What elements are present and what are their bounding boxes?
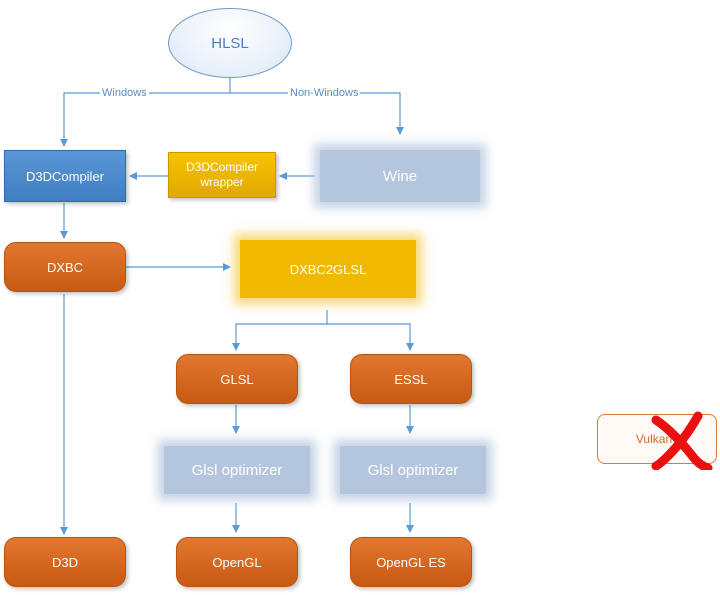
cross-mark-icon (651, 411, 713, 470)
node-wrapper-label: D3DCompiler wrapper (185, 160, 259, 189)
node-glsl-optimizer-2-label: Glsl optimizer (367, 461, 459, 479)
node-d3dcompiler-label: D3DCompiler (25, 168, 105, 184)
node-dxbc-label: DXBC (46, 259, 84, 275)
node-d3dcompiler[interactable]: D3DCompiler (4, 150, 126, 202)
edge-dxbc2glsl-to-glsl (232, 310, 328, 351)
node-wine-label: Wine (382, 167, 418, 185)
node-wine[interactable]: Wine (320, 150, 480, 202)
edge-label-windows: Windows (100, 87, 149, 100)
edge-dxbc2glsl-to-essl (327, 323, 414, 351)
node-glsl-optimizer-1[interactable]: Glsl optimizer (164, 446, 310, 494)
node-d3dcompiler-wrapper[interactable]: D3DCompiler wrapper (168, 152, 276, 198)
node-dxbc2glsl[interactable]: DXBC2GLSL (240, 240, 416, 298)
node-opengl-label: OpenGL (212, 554, 262, 570)
edge-hlsl-to-wine (230, 92, 404, 135)
node-hlsl-label: HLSL (211, 34, 249, 52)
edge-label-non-windows: Non-Windows (288, 87, 361, 100)
node-vulkan-label: Vulkan (635, 432, 673, 446)
node-hlsl[interactable]: HLSL (168, 8, 292, 78)
node-opengl-es[interactable]: OpenGL ES (350, 537, 472, 587)
node-glsl-optimizer-1-label: Glsl optimizer (191, 461, 283, 479)
node-glsl-optimizer-2[interactable]: Glsl optimizer (340, 446, 486, 494)
node-d3d[interactable]: D3D (4, 537, 126, 587)
node-d3d-label: D3D (51, 554, 78, 570)
node-essl[interactable]: ESSL (350, 354, 472, 404)
node-opengl[interactable]: OpenGL (176, 537, 298, 587)
node-opengl-es-label: OpenGL ES (376, 554, 446, 570)
node-dxbc2glsl-label: DXBC2GLSL (289, 261, 367, 277)
node-dxbc[interactable]: DXBC (4, 242, 126, 292)
node-glsl-label: GLSL (220, 371, 254, 387)
node-glsl[interactable]: GLSL (176, 354, 298, 404)
node-essl-label: ESSL (394, 371, 428, 387)
